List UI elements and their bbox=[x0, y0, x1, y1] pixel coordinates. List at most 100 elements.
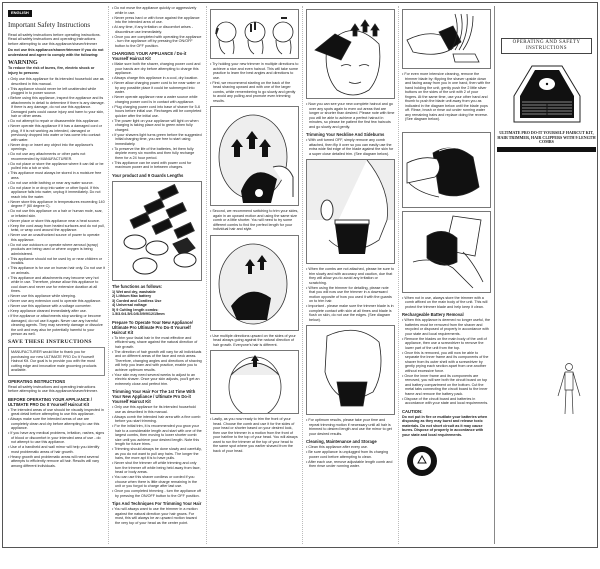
warning-item: If the appliance or attachments stop wor… bbox=[8, 314, 105, 337]
neckline-title: Trimming Your Neckline And Sideburns bbox=[306, 132, 385, 137]
warning-item: Only use this appliance for its intended… bbox=[8, 77, 105, 86]
three-heads-illustration bbox=[210, 9, 299, 59]
list-item: Only use this appliance for its intended… bbox=[112, 405, 202, 414]
column-divider bbox=[108, 6, 109, 544]
caution-text: Do not put in fire or mutilate your batt… bbox=[402, 414, 488, 437]
language-badge: ENGLISH bbox=[8, 10, 32, 17]
battery-removal-title: Rechargeable Battery Removal bbox=[402, 312, 464, 317]
list-item: Second, we recommend switching to trim y… bbox=[210, 209, 299, 232]
list-item: Be sure appliance is unplugged from its … bbox=[306, 450, 395, 459]
body-figure-illustration bbox=[555, 362, 583, 418]
list-item: The intended areas of use should be visu… bbox=[8, 408, 105, 417]
functions-list: 1) Wet and dry, washable 2) Lithium Max … bbox=[112, 290, 202, 317]
clipper-product-image bbox=[510, 60, 584, 128]
list-item: If you have any medical problems, irrita… bbox=[8, 431, 105, 445]
prepare-title: Prepare To Operate Your New Appliance/ U… bbox=[112, 319, 193, 335]
warning-item: Do not attempt to repair or disassemble … bbox=[8, 119, 105, 124]
warning-item: This appliance should not be used by or … bbox=[8, 257, 105, 266]
list-item: To preserve the life of the batteries, l… bbox=[112, 147, 202, 161]
list-item: Use multiple directions upward on the si… bbox=[210, 334, 299, 348]
before-operating-list: The intended areas of use should be visu… bbox=[8, 408, 105, 469]
list-item: With unit turned OFF, simply remove any … bbox=[306, 138, 395, 156]
warning-item: Never use this appliance with a voltage … bbox=[8, 304, 105, 309]
blade-removal-illustration bbox=[402, 131, 491, 208]
list-item: Dispose of the circuit board and batteri… bbox=[402, 397, 491, 406]
warning-item: Do not use while bathing or near any wat… bbox=[8, 181, 105, 186]
list-item: Do not move the appliance quickly or agg… bbox=[112, 6, 202, 15]
warning-item: Before using this appliance, inspect the… bbox=[8, 96, 105, 119]
functions-title: The functions as follows: bbox=[112, 283, 163, 289]
intro-text: Read all safety instructions before oper… bbox=[8, 32, 101, 46]
warning-item: Do not use any attachments or other part… bbox=[8, 152, 105, 161]
list-item: The power light on your appliance will l… bbox=[112, 119, 202, 133]
warning-item: Keep appliance cleaned immediately after… bbox=[8, 309, 105, 314]
list-item: This appliance can be used with power co… bbox=[112, 161, 202, 170]
list-item: The direction of hair growth will vary f… bbox=[112, 350, 202, 373]
list-item: When the combs are not attached, please … bbox=[306, 267, 395, 285]
list-item: When this appliance is deemed no longer … bbox=[402, 318, 491, 336]
warning-item: This appliance must always be stored in … bbox=[8, 171, 105, 180]
warning-subtitle: To reduce the risk of burns, fire, elect… bbox=[8, 66, 95, 75]
list-item: Heavy growth and problematic areas will … bbox=[8, 455, 105, 469]
caution-title: CAUTION: bbox=[402, 408, 423, 414]
save-instructions-title: SAVE THESE INSTRUCTIONS bbox=[8, 338, 92, 345]
warning-title: WARNING bbox=[8, 60, 38, 66]
warning-list: Only use this appliance for its intended… bbox=[8, 77, 105, 337]
list-item: Remove the blades on the main body of th… bbox=[402, 337, 491, 351]
column-divider bbox=[206, 6, 207, 544]
list-item: Lastly, as you now ready to trim the fro… bbox=[210, 417, 299, 453]
tips-title: Tips And Techniques For Trimming Your Ha… bbox=[112, 501, 202, 506]
list-item: Once this is removed, you will now be ab… bbox=[402, 351, 491, 374]
list-item: First, we recommend starting on the back… bbox=[210, 81, 299, 104]
warning-item: Never place or store this appliance near… bbox=[8, 219, 105, 224]
function-item: 3) Corded and Cordless Use bbox=[112, 298, 162, 303]
sideburn-trim-illustration bbox=[306, 159, 395, 264]
list-item: After each use, remove adjustable length… bbox=[306, 460, 395, 469]
warning-item: Keep the cord away from heated surfaces … bbox=[8, 224, 105, 233]
list-item: Use of a handheld and wall mirror will h… bbox=[8, 445, 105, 454]
list-item: Once you completed trimming - turn the a… bbox=[112, 489, 202, 498]
list-item: Once the inner frame and its components … bbox=[402, 374, 491, 397]
function-item: 5) 9 Cutting length combs: bbox=[112, 307, 159, 312]
list-item: Never allow charging power cord to be ne… bbox=[112, 81, 202, 95]
function-item: 2) Lithium Max battery bbox=[112, 294, 152, 298]
cover-heading: OPERATING AND SAFETY INSTRUCTIONS bbox=[501, 38, 592, 54]
list-item: Always make sure the intended areas of u… bbox=[8, 417, 105, 431]
operating-text: Read all safety instructions and operati… bbox=[8, 384, 98, 394]
warning-item: Never use an unauthorized source of powe… bbox=[8, 233, 105, 242]
charging-title: CHARGING YOUR APPLIANCE / Do-it Yourself… bbox=[112, 51, 187, 61]
list-item: When not in use, always store the trimme… bbox=[402, 296, 491, 310]
title-bar bbox=[497, 146, 596, 152]
guards-title: Your product and 9 Guards Lengths bbox=[112, 172, 184, 178]
list-item: For the initial trim, it is recommended … bbox=[112, 424, 202, 447]
warning-item: Do not place or store the appliance wher… bbox=[8, 162, 105, 171]
list-item: You will always want to use the trimmer … bbox=[112, 507, 202, 525]
list-item: Never press hard or with force against t… bbox=[112, 16, 202, 25]
list-item: Your skin may need several weeks to adju… bbox=[112, 373, 202, 387]
list-item: Clean this appliance after every use. bbox=[306, 445, 395, 450]
warning-item: Do not use this appliance on a hair or h… bbox=[8, 209, 105, 218]
blade-popoff-illustration bbox=[402, 210, 491, 293]
finished-haircut-illustration bbox=[306, 9, 395, 99]
warning-item: This appliance is for use on human hair … bbox=[8, 266, 105, 275]
list-item: To trim your facial hair in the most eff… bbox=[112, 336, 202, 350]
warning-item: This appliance should never be left unat… bbox=[8, 87, 105, 96]
intro-warning: Do not use this appliance/shaver/trimmer… bbox=[8, 48, 104, 57]
warning-item: Never drop or insert any object into the… bbox=[8, 143, 105, 152]
guards-illustration bbox=[112, 180, 202, 281]
list-item: Now you can see your new complete haircu… bbox=[306, 102, 395, 129]
function-item: 1.5/3.0/4.5/6.0/8.5/9/9/12/15mm bbox=[112, 312, 165, 316]
back-of-head-illustration bbox=[210, 106, 299, 206]
before-operating-title: BEFORE OPERATING YOUR APPLIANCE / ULTIMA… bbox=[8, 396, 92, 407]
list-item: Always charge this appliance in a cool, … bbox=[112, 76, 202, 81]
column-charging: Do not move the appliance quickly or agg… bbox=[112, 6, 202, 526]
list-item: You can use this shaver cordless or cord… bbox=[112, 475, 202, 489]
page-frame bbox=[2, 2, 598, 548]
column-divider bbox=[494, 6, 495, 544]
column-cleaning: For even more intensive cleaning, remove… bbox=[402, 6, 491, 477]
column-safety: ENGLISH Important Safety Instructions Re… bbox=[8, 6, 105, 469]
list-item: Make sure both the shaver, charging powe… bbox=[112, 62, 202, 76]
function-item: 1) Wet and dry, washable bbox=[112, 289, 156, 294]
list-item: Plug charging power cord into base of sh… bbox=[112, 105, 202, 119]
function-item: 4) Universal voltage bbox=[112, 303, 147, 307]
